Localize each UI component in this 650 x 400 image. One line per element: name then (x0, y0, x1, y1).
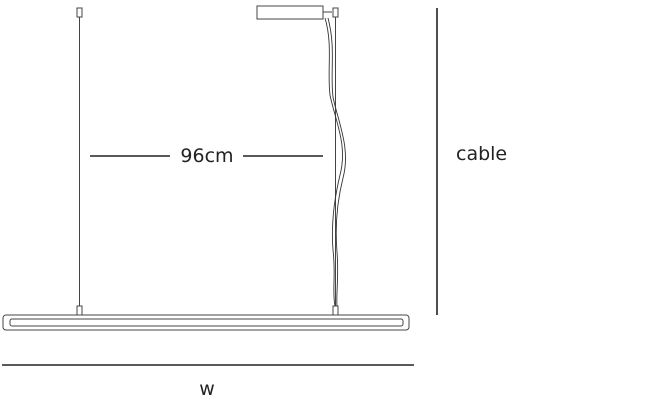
driver-box (256, 5, 324, 20)
lamp-body (2, 314, 410, 331)
cable-label: cable (456, 143, 507, 165)
width-label: w (199, 378, 215, 400)
spacing-label: 96cm (180, 145, 233, 167)
spacing-dimension: 96cm (90, 145, 323, 167)
cable-dimension: cable (436, 8, 507, 315)
power-cord-2 (327, 17, 346, 307)
left-suspension (76, 7, 83, 316)
right-suspension (256, 5, 346, 316)
lamp-diffuser (9, 318, 404, 327)
left-ceiling-anchor (76, 7, 83, 18)
right-ceiling-anchor (332, 7, 339, 18)
right-cable-clamp (332, 305, 339, 316)
power-cord (324, 17, 343, 307)
width-dimension: w (2, 364, 414, 400)
left-cable-clamp (76, 305, 83, 316)
lamp-outer-frame (2, 314, 410, 331)
